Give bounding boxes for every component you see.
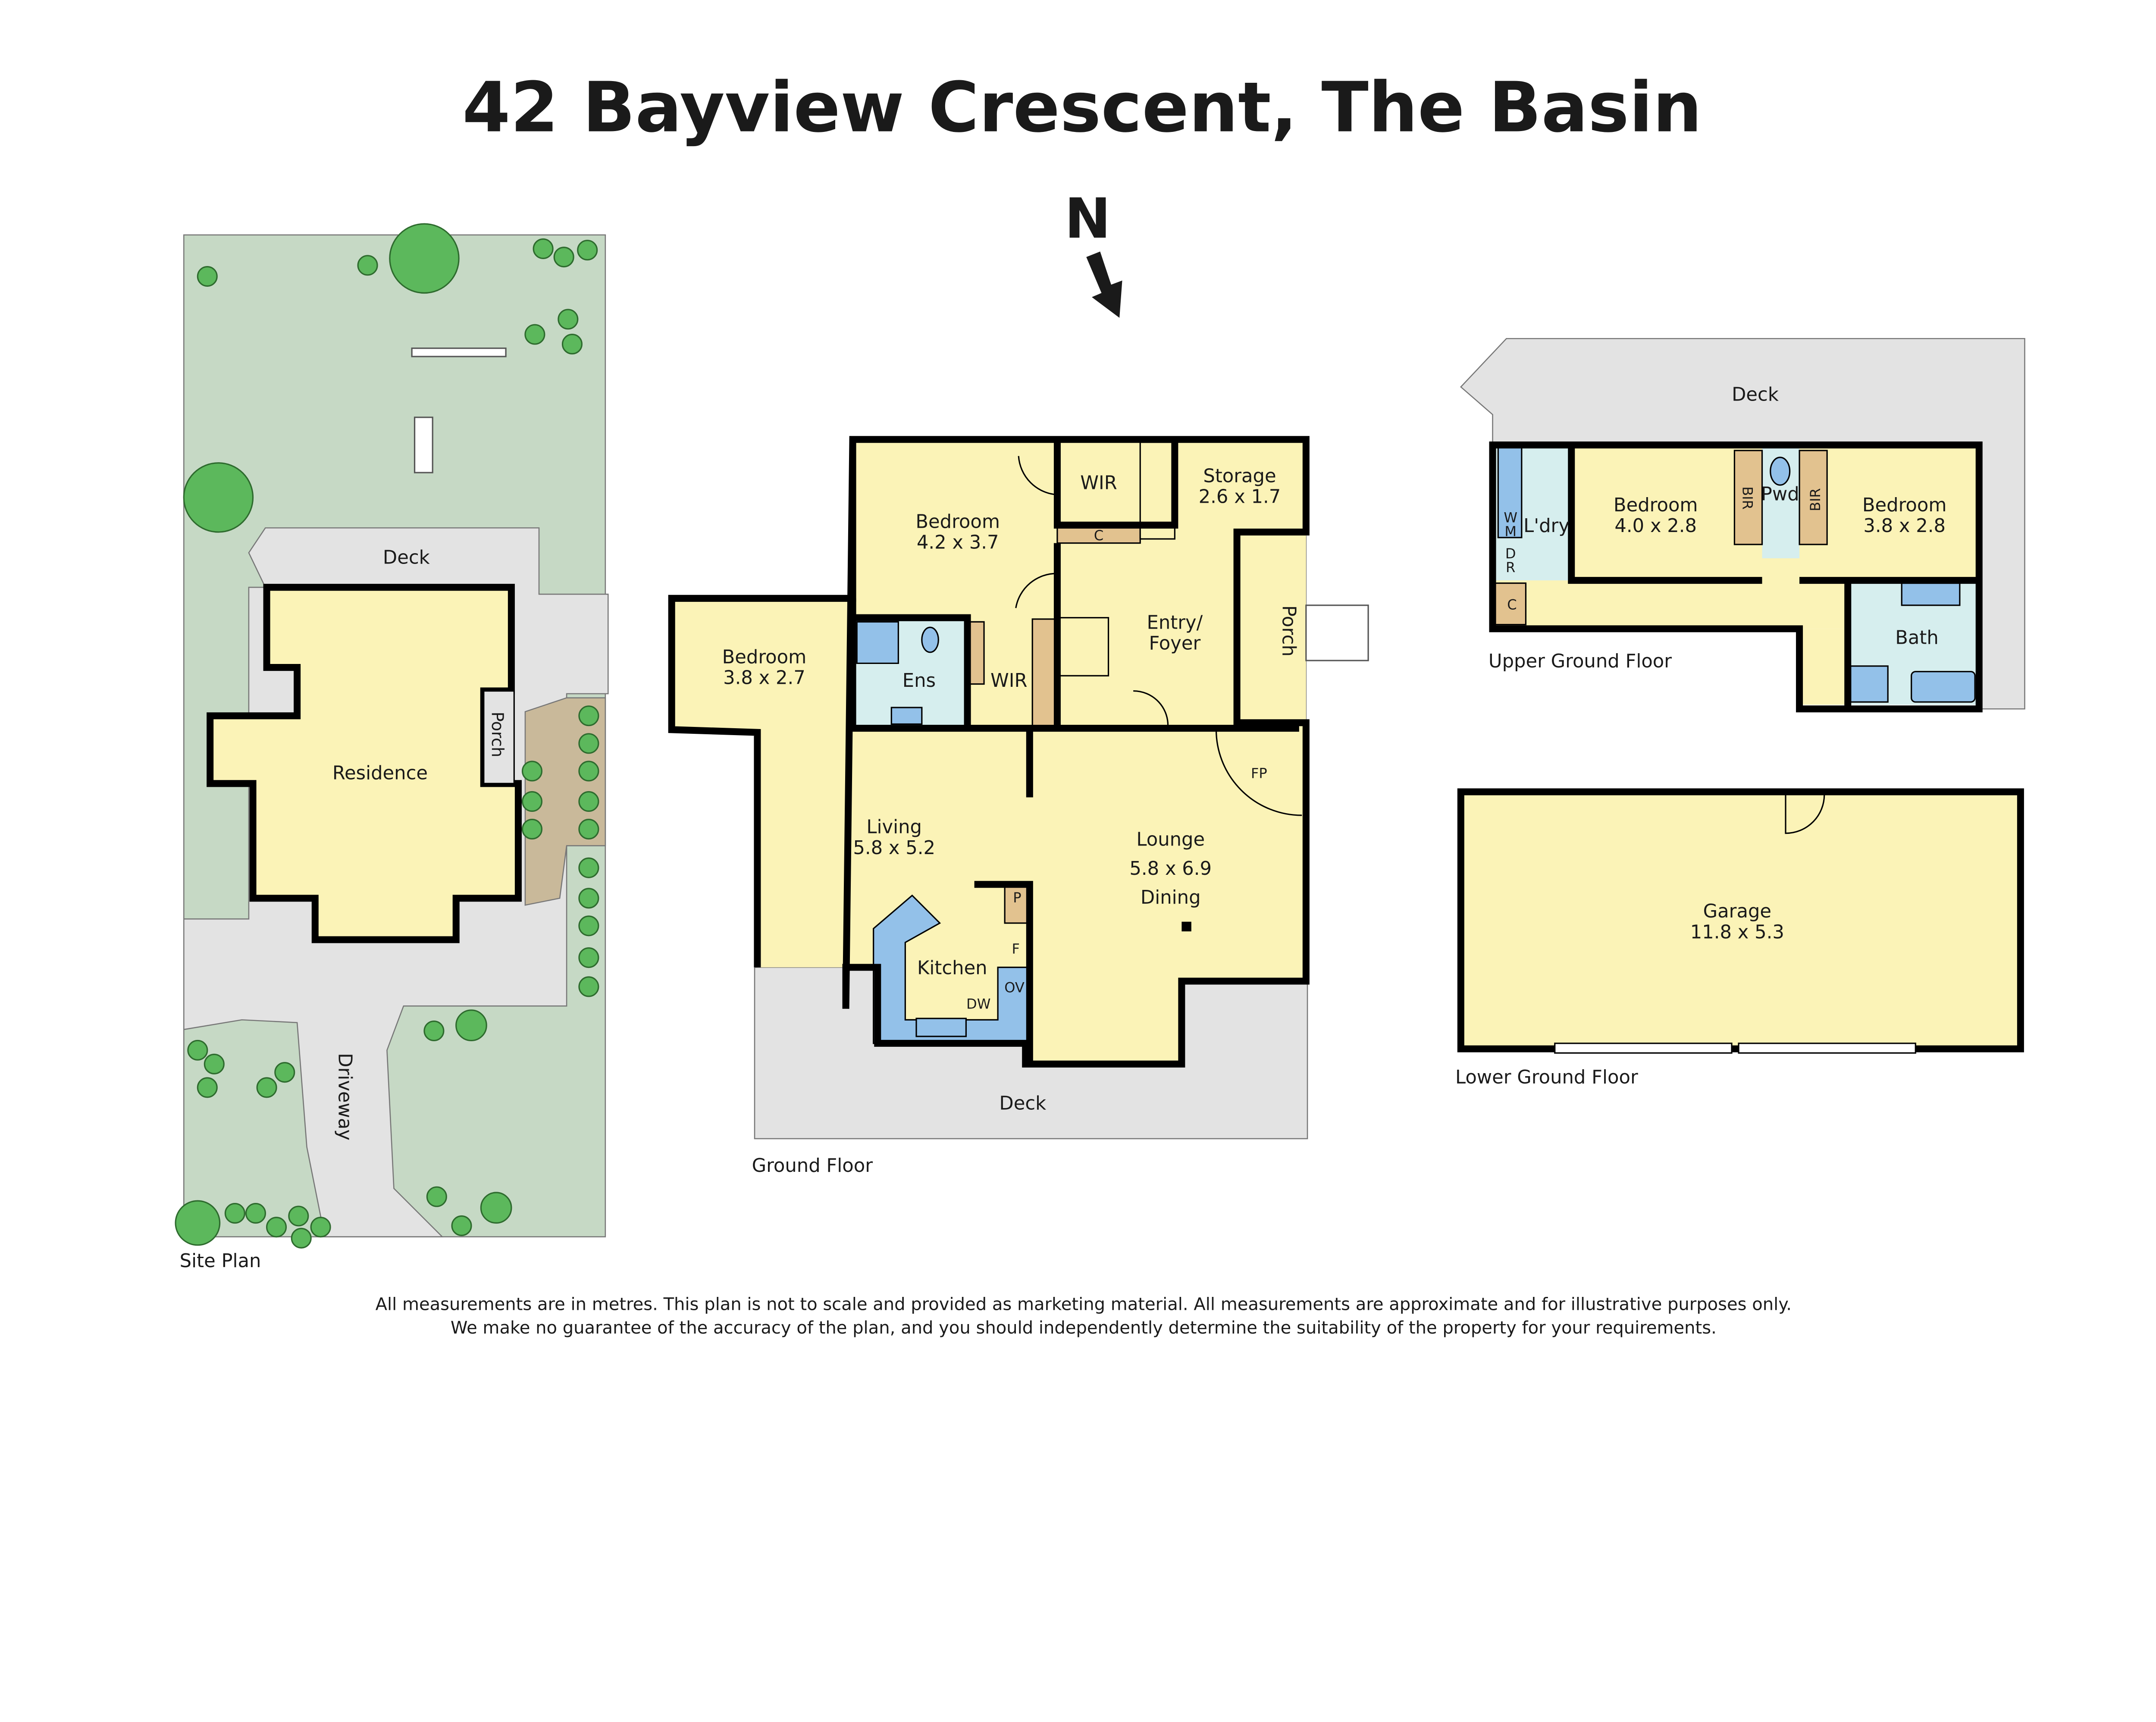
room-size: 4.2 x 3.7 [917, 532, 999, 553]
floor-plan-page: 42 Bayview Crescent, The Basin N Deck Re… [175, 67, 2025, 1338]
upper-ground-floor: Deck L'dry W M D R C Bedroom 4.0 x 2.8 B… [1460, 338, 2025, 713]
room-label: Living [866, 817, 922, 838]
dishwasher-label: DW [966, 996, 990, 1012]
dryer-label: R [1506, 559, 1515, 576]
site-porch-label: Porch [488, 712, 507, 758]
room-size: 5.8 x 5.2 [853, 837, 935, 859]
lower-ground-floor-label: Lower Ground Floor [1455, 1067, 1638, 1088]
north-arrow: N [1065, 187, 1122, 318]
room-label: C [1094, 527, 1103, 544]
room-label: Bedroom [722, 646, 807, 668]
residence-label: Residence [332, 763, 428, 784]
room-label: WIR [1080, 473, 1117, 494]
room-label: WIR [990, 670, 1028, 692]
room-label: Bedroom [1862, 495, 1947, 516]
lower-ground-floor: Garage 11.8 x 5.3 Lower Ground Floor [1455, 788, 2024, 1088]
fridge-label: F [1012, 941, 1020, 957]
room-size: 3.8 x 2.8 [1863, 515, 1946, 537]
ground-floor: Bedroom 4.2 x 3.7 WIR C Storage 2.6 x 1.… [668, 436, 1369, 1177]
room-label: Dining [1141, 887, 1201, 908]
room-size: 3.8 x 2.7 [723, 667, 805, 689]
room-label: Ens [903, 670, 936, 692]
bir-label: BIR [1807, 488, 1824, 511]
site-plan-label: Site Plan [180, 1250, 261, 1272]
room-size: 2.6 x 1.7 [1199, 486, 1281, 508]
room-label: Entry/ [1147, 612, 1203, 633]
pantry-label: P [1013, 889, 1021, 906]
floor-plan-drawing: 42 Bayview Crescent, The Basin N Deck Re… [175, 67, 2025, 1338]
residence [210, 587, 518, 940]
room-label: Storage [1203, 466, 1276, 487]
room-label: L'dry [1523, 515, 1570, 537]
disclaimer-line-1: All measurements are in metres. This pla… [376, 1294, 1792, 1314]
driveway-label: Driveway [334, 1053, 355, 1140]
ground-floor-label: Ground Floor [752, 1155, 873, 1177]
room-label: Foyer [1149, 632, 1200, 654]
door-swing [1215, 728, 1302, 816]
cupboard-label: C [1507, 596, 1517, 613]
arrow-icon [1086, 251, 1122, 318]
disclaimer-line-2: We make no guarantee of the accuracy of … [451, 1318, 1717, 1338]
room-size: 11.8 x 5.3 [1690, 921, 1784, 943]
upper-ground-floor-label: Upper Ground Floor [1489, 651, 1672, 672]
page-title: 42 Bayview Crescent, The Basin [462, 67, 1702, 147]
dryer-label: D [1505, 545, 1516, 562]
bir-label: BIR [1739, 486, 1756, 510]
room-label: Kitchen [917, 958, 987, 979]
oven-label: OV [1004, 979, 1025, 996]
site-plan: Deck Residence Porch Driveway Site Plan [175, 223, 609, 1272]
room-size: 5.8 x 6.9 [1129, 858, 1212, 880]
fireplace-label: FP [1251, 765, 1267, 781]
room-label: Bedroom [1614, 495, 1698, 516]
washing-machine-label: W [1504, 510, 1517, 526]
washing-machine-label: M [1504, 523, 1517, 540]
room-size: 4.0 x 2.8 [1614, 515, 1697, 537]
room-label: Deck [999, 1093, 1046, 1115]
room-label: Garage [1703, 901, 1771, 922]
north-label: N [1065, 187, 1111, 251]
trees [175, 223, 599, 1249]
room-label: Bath [1895, 627, 1939, 649]
room-label: Lounge [1136, 829, 1205, 851]
room-label: Deck [1732, 384, 1779, 405]
site-deck-label: Deck [383, 547, 430, 569]
room-label: Pwd [1761, 483, 1799, 505]
room-label: Porch [1278, 605, 1299, 657]
garage [1460, 792, 2021, 1049]
room-label: Bedroom [915, 511, 1000, 532]
